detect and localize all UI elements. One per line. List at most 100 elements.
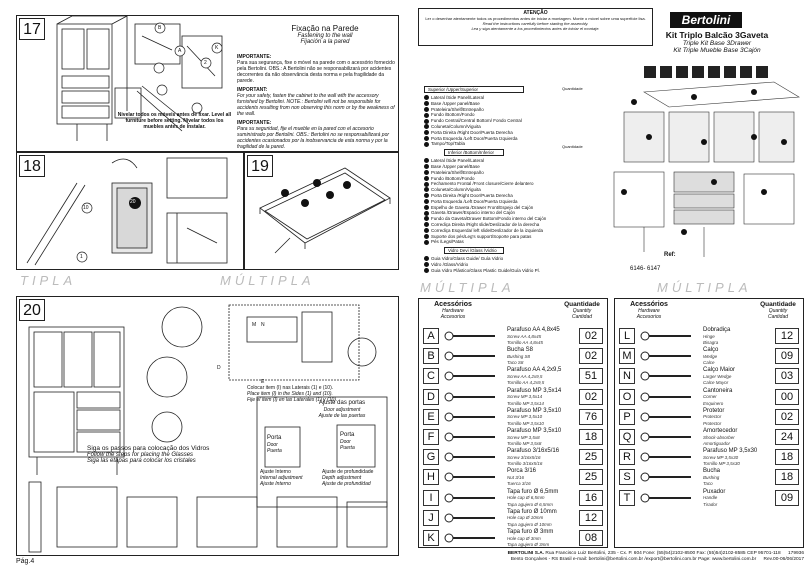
watermark-left-2: MÚLTIPLA <box>220 273 315 288</box>
hardware-name: Parafuso AA 4,2x9,5 <box>507 367 562 374</box>
hardware-name: Parafuso MP 3,5x10 <box>507 407 562 414</box>
exploded-view <box>613 81 800 257</box>
hardware-part-icon <box>639 330 699 342</box>
hardware-quantity: 00 <box>775 388 799 405</box>
footer-city: Bento Gonçalves - RS Brasil <box>510 557 572 562</box>
hardware-name-en: Larger Wedge <box>703 373 732 379</box>
part-item: Porta Esquerda /Left Door/Puerta Izquier… <box>424 199 572 205</box>
hardware-letter: B <box>423 348 439 365</box>
hardware-letter: H <box>423 469 439 486</box>
important-en-head: IMPORTANT: <box>237 87 268 93</box>
footer-site[interactable]: Page: www.bertolini.com.br <box>698 557 757 562</box>
part-label: Lateral /Side Panel/Lateral <box>431 95 485 100</box>
hardware-name-en: Wedge <box>703 353 718 359</box>
part-label: Lateral /Side Panel/Lateral <box>431 158 485 164</box>
hardware-letter: M <box>619 348 635 365</box>
part-item: Pés /Legs/Patas <box>424 239 572 245</box>
part-label: Espelho de Gaveta /Drawer Front/Espejo d… <box>431 204 534 210</box>
part-number-badge <box>424 268 429 274</box>
hardware-name-en: Shock-absorber <box>703 434 735 440</box>
hardware-part-icon <box>639 350 699 362</box>
product-title: Kit Triplo Balcão 3Gaveta Triple Kit Bas… <box>652 30 782 54</box>
part-item: Porta Esquerda /Left Door/Puerta Izquier… <box>424 136 572 142</box>
footer-cep: CEP 95701-118 <box>746 551 781 556</box>
hardware-name-en: Screw AA 4,2x9,5 <box>507 373 543 379</box>
hardware-name-es: Tirador <box>703 501 718 507</box>
hw-qty-pt-2: Quantidade <box>760 301 796 308</box>
part-label: Porta Direita /Right Door/Puerta Derecha <box>431 192 513 198</box>
footer-email[interactable]: e-mail: bertolini@bertolini.com.br /expo… <box>572 557 697 562</box>
legend-qty-header-1: Quantidade <box>562 86 583 91</box>
part-label: Fechamento Frontal /Front closure/Cierre… <box>431 181 534 187</box>
step-19-number: 19 <box>247 155 273 177</box>
hardware-letter: N <box>619 368 635 385</box>
hardware-letter: D <box>423 388 439 405</box>
part-label: Coluneta/Column/Viguita <box>431 123 481 129</box>
hardware-letter: O <box>619 388 635 405</box>
hardware-name-en: Screw MP 3,5x14 <box>507 394 543 400</box>
hardware-name-es: Tornillo AA 4,2x9,5 <box>507 380 545 386</box>
callout-a: A <box>178 48 182 54</box>
door1-pt: Porta <box>267 435 282 441</box>
glass-note-pt: Siga os passos para colocação dos Vidros <box>87 445 210 452</box>
hardware-letter: L <box>619 328 635 344</box>
hardware-name-en: Screw MP 3,5x10 <box>507 414 543 420</box>
part-item: Base /Upper panel/Base <box>424 164 572 170</box>
part-label: Guia Vidro Plástico/Glass Plastic Guide/… <box>431 267 540 273</box>
hardware-quantity: 02 <box>579 388 603 405</box>
hardware-part-icon <box>443 512 503 524</box>
part-number-badge <box>424 233 429 239</box>
part-label: Porta Direita /Right Door/Puerta Derecha <box>431 129 513 135</box>
footer-rev: Rev.00-06/06/2017 <box>763 557 804 562</box>
footer-code: 179936 <box>787 551 804 556</box>
part-number-badge <box>424 187 429 193</box>
step-20-panel: 20 <box>16 296 399 556</box>
part-number-badge <box>424 239 429 245</box>
footer-fax: Fax: (55)54)2102-8585 <box>696 551 746 556</box>
ref-value: 6146- 6147 <box>630 266 661 272</box>
part-item: Vidro /Glass/Vidrio <box>424 262 572 268</box>
hardware-letter: F <box>423 429 439 445</box>
hardware-name-en: Hinge <box>703 333 715 339</box>
step-20-illustration <box>28 304 388 553</box>
hardware-name-en: Hole cap Ø 3mm <box>507 535 541 541</box>
callout-2: 2 <box>204 60 207 66</box>
hardware-quantity: 18 <box>775 449 799 466</box>
hardware-name-en: Screw AA 4,8x45 <box>507 333 542 339</box>
glass-note-es: Siga las etapas para colocar los cristal… <box>87 458 196 464</box>
watermark-right-2: MÚLTIPLA <box>657 280 752 295</box>
hardware-name: Puxador <box>703 488 726 495</box>
fit-note: Colocar item (I) nas Laterais (1) e (10)… <box>247 385 397 403</box>
wall-fix-title-es: Fijación a la pared <box>300 39 350 45</box>
fit-note-pt: Colocar item (I) nas Laterais (1) e (10)… <box>247 385 334 391</box>
glass-note: Siga os passos para colocação dos Vidros… <box>87 445 247 464</box>
callout-1: 1 <box>80 254 83 260</box>
hardware-name: Bucha <box>703 468 721 475</box>
hardware-name-es: Tapa agujero Ø 6,5mm <box>507 501 553 507</box>
hardware-quantity: 02 <box>579 348 603 365</box>
hardware-quantity: 16 <box>579 489 603 506</box>
part-label: Fundo /Bottom/Fondo <box>431 112 475 118</box>
ref-label: Ref: <box>664 252 676 258</box>
hardware-name-es: Taco <box>703 481 713 487</box>
part-item: Gaveta /Drawer/Espacio interno del Cajón <box>424 210 572 216</box>
ref-block: Ref: <box>664 252 676 259</box>
wall-fix-title: Fixação na Parede Fastening to the wall … <box>265 24 385 45</box>
part-number-badge <box>424 216 429 222</box>
hardware-part-icon <box>443 532 503 544</box>
